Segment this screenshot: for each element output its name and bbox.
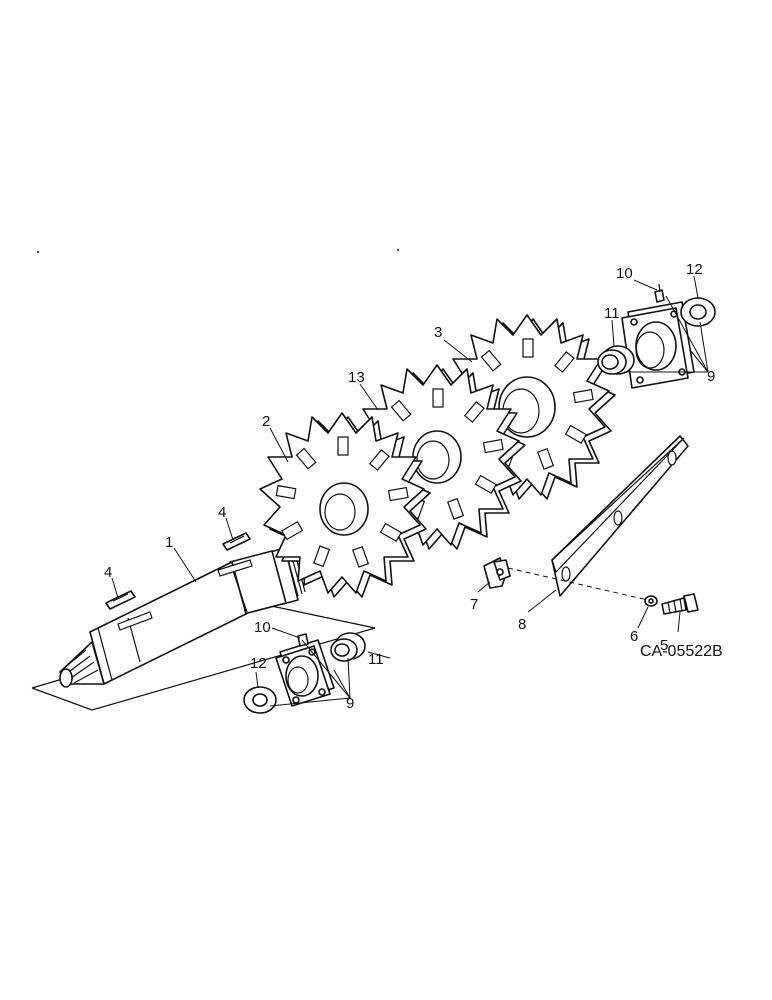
sprocket-front: [259, 412, 431, 598]
callout-4-lower: 4: [104, 564, 112, 581]
cap-screw: [661, 593, 699, 615]
drive-shaft: [59, 547, 306, 688]
assembly-line: [507, 567, 649, 601]
bearing-insert-lower: [330, 632, 366, 662]
callout-3: 3: [434, 324, 442, 341]
callout-4-upper: 4: [218, 504, 226, 521]
callout-12-upper: 12: [686, 261, 703, 278]
speck: [397, 249, 399, 251]
clip: [483, 557, 511, 589]
callout-10-lower: 10: [254, 619, 271, 636]
callout-9-upper: 9: [707, 368, 715, 385]
callout-11-upper: 11: [604, 305, 620, 322]
callout-6: 6: [630, 628, 638, 645]
speck: [37, 251, 39, 253]
callout-8: 8: [518, 616, 526, 633]
callout-13: 13: [348, 369, 365, 386]
callout-12-lower: 12: [250, 655, 267, 672]
bearing-flange-lower: [275, 639, 335, 707]
lock-washer: [644, 595, 658, 607]
drawing-code: CA-05522B: [640, 643, 723, 660]
bearing-collar-upper: [680, 297, 716, 327]
callout-10-upper: 10: [616, 265, 633, 282]
wear-strip: [551, 435, 689, 597]
leader-lines: [111, 275, 709, 707]
callout-7: 7: [470, 596, 478, 613]
callout-2: 2: [262, 413, 270, 430]
grease-fitting-upper: [654, 283, 665, 303]
key-upper: [222, 532, 251, 551]
key-lower: [105, 590, 136, 610]
bearing-collar-lower: [243, 686, 277, 714]
grease-fitting-lower: [297, 633, 309, 647]
callout-9-lower: 9: [346, 695, 354, 712]
callout-5: 5: [660, 637, 668, 654]
callout-1: 1: [165, 534, 173, 551]
callout-11-lower: 11: [368, 651, 384, 668]
bearing-insert-upper: [597, 345, 635, 375]
